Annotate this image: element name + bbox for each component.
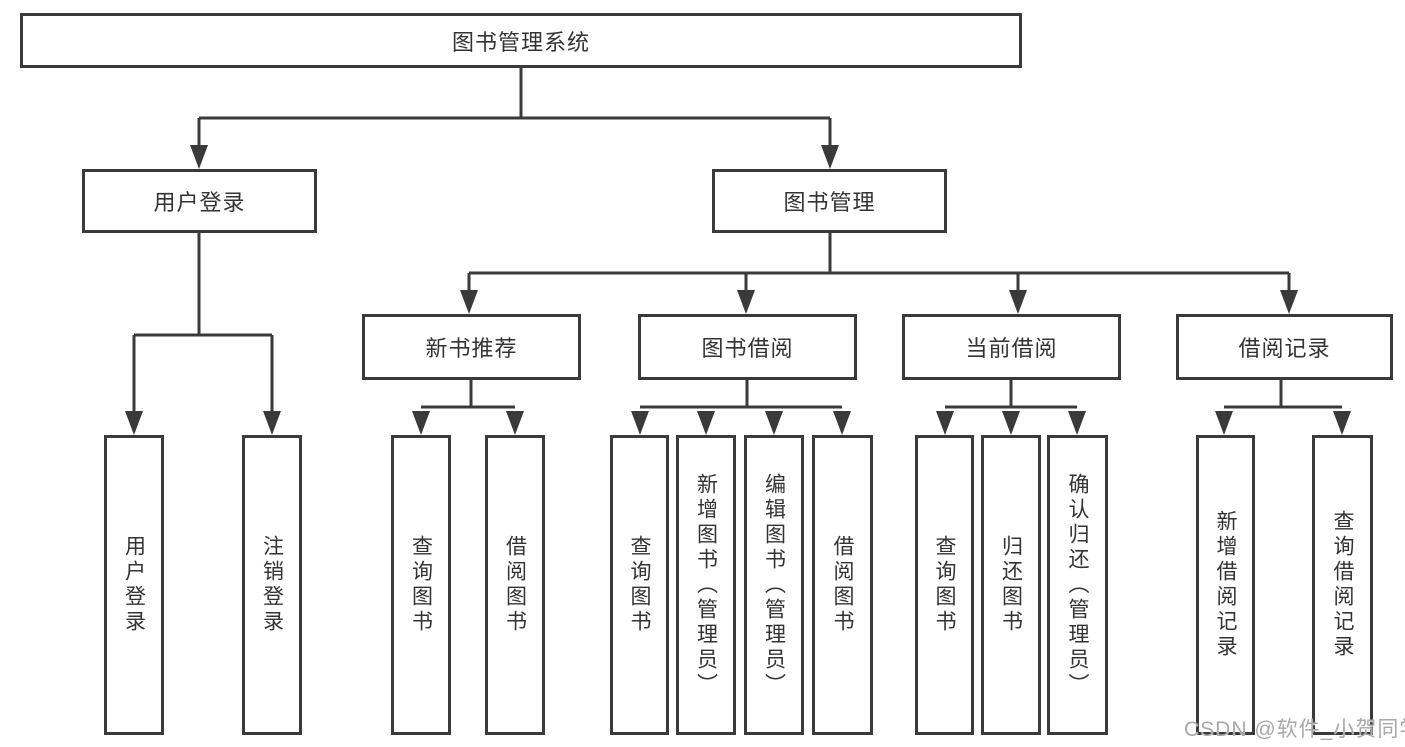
node-leaf-query-books-recommend: 查询图书 <box>391 435 451 735</box>
node-library-management-system: 图书管理系统 <box>20 13 1022 68</box>
node-leaf-query-books-current: 查询图书 <box>915 435 974 735</box>
node-leaf-logout: 注销登录 <box>242 435 302 735</box>
node-leaf-add-borrow-record: 新增借阅记录 <box>1196 435 1255 735</box>
node-borrowing-records: 借阅记录 <box>1176 314 1393 380</box>
node-current-borrowing: 当前借阅 <box>902 314 1121 380</box>
node-book-borrowing: 图书借阅 <box>638 314 857 380</box>
node-user-login-module: 用户登录 <box>82 169 317 233</box>
node-new-book-recommendation: 新书推荐 <box>362 314 581 380</box>
node-leaf-query-borrow-record: 查询借阅记录 <box>1312 435 1373 735</box>
node-leaf-return-books: 归还图书 <box>981 435 1041 735</box>
node-leaf-user-login: 用户登录 <box>104 435 164 735</box>
node-leaf-add-books-admin: 新增图书（管理员） <box>676 435 736 735</box>
node-leaf-edit-books-admin: 编辑图书（管理员） <box>744 435 804 735</box>
node-leaf-borrow-books-recommend: 借阅图书 <box>485 435 545 735</box>
node-leaf-borrow-books-borrowing: 借阅图书 <box>812 435 873 735</box>
watermark: CSDN @软件_小贺同学 <box>1184 718 1405 741</box>
node-leaf-query-books-borrowing: 查询图书 <box>610 435 669 735</box>
node-book-management-module: 图书管理 <box>712 169 947 233</box>
node-leaf-confirm-return-admin: 确认归还（管理员） <box>1047 435 1108 735</box>
